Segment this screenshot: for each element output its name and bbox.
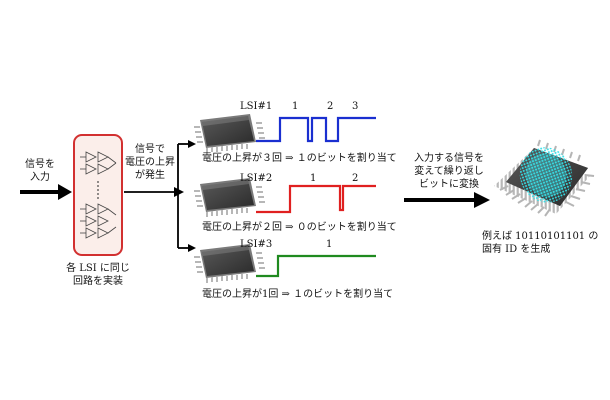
circuit-caption-line2: 回路を実装 (73, 276, 123, 287)
voltage-label-line2: 電圧の上昇 (125, 157, 175, 168)
lsi3-caption: 電圧の上昇が1回 ⇒ １のビットを割り当て (202, 289, 394, 300)
lsi1-pulse-label-2: 2 (327, 101, 334, 112)
repeat-label: 入力する信号を 変えて繰り返し ビットに変換 (404, 152, 494, 191)
lsi2-pulse-label-2: 2 (352, 173, 359, 184)
lsi2-pulse-label-1: 1 (310, 173, 317, 184)
lsi2-name: LSI#2 (240, 173, 273, 184)
result-label-line2: 固有 ID を生成 (482, 244, 551, 255)
circuit-block (73, 134, 123, 256)
lsi1-waveform (256, 116, 376, 143)
repeat-label-line2: 変えて繰り返し (414, 166, 484, 177)
result-arrow (404, 192, 490, 208)
lsi2-waveform (256, 184, 376, 214)
lsi1-chip (194, 114, 265, 153)
lsi1-pulse-label-3: 3 (352, 101, 359, 112)
lsi3-waveform (256, 254, 376, 278)
lsi1-pulse-label-1: 1 (292, 101, 299, 112)
lsi1-caption: 電圧の上昇が３回 ⇒ １のビットを割り当て (202, 153, 397, 164)
input-label: 信号を 入力 (20, 158, 60, 184)
input-label-line2: 入力 (30, 172, 50, 183)
input-label-line1: 信号を (25, 159, 55, 170)
lsi3-pulse-label-1: 1 (326, 239, 333, 250)
result-label: 例えば 10110101101 の 固有 ID を生成 (482, 230, 598, 256)
input-arrow (20, 184, 72, 200)
repeat-label-line1: 入力する信号を (414, 153, 484, 164)
result-label-line1: 例えば 10110101101 の (482, 231, 599, 242)
branch-arrows (124, 140, 196, 252)
lsi2-caption: 電圧の上昇が２回 ⇒ ０のビットを割り当て (202, 222, 397, 233)
repeat-label-line3: ビットに変換 (419, 179, 479, 190)
voltage-label-line1: 信号で (135, 144, 165, 155)
voltage-label-line3: が発生 (135, 170, 165, 181)
voltage-label: 信号で 電圧の上昇 が発生 (120, 143, 180, 182)
result-chip (494, 139, 595, 217)
circuit-caption-line1: 各 LSI に同じ (66, 263, 130, 274)
circuit-caption: 各 LSI に同じ 回路を実装 (62, 262, 134, 288)
lsi3-name: LSI#3 (240, 239, 273, 250)
lsi1-name: LSI#1 (240, 101, 273, 112)
